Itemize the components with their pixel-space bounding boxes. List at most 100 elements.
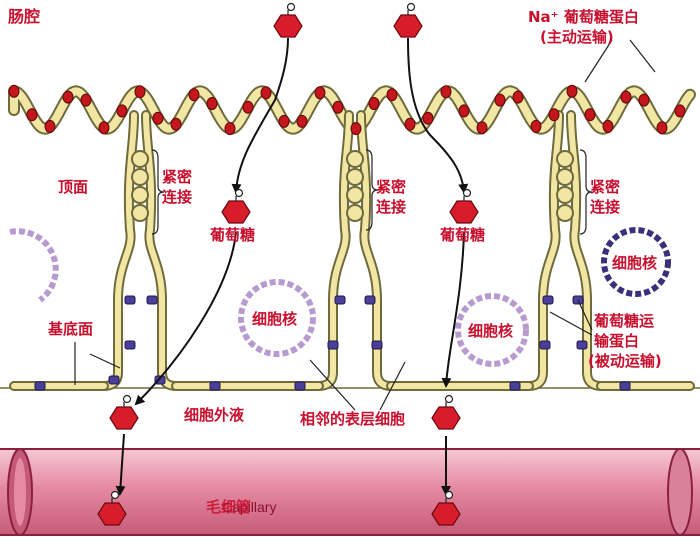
na-glucose-protein (476, 121, 488, 135)
na-glucose-protein (206, 97, 218, 110)
label-extracellular-fluid: 细胞外液 (184, 406, 245, 424)
na-glucose-protein (566, 84, 578, 98)
label-tight-junction-1-line2: 连接 (162, 188, 192, 206)
na-glucose-protein (332, 100, 344, 114)
na-glucose-protein (584, 108, 596, 122)
label-tight-junction-3-line2: 连接 (590, 198, 620, 216)
na-glucose-protein (368, 97, 380, 110)
na-glucose-protein (314, 86, 326, 100)
tight-junction-strand (131, 186, 149, 204)
glucose-molecule-lumen-2 (393, 2, 423, 38)
label-nucleus-1: 细胞核 (252, 310, 297, 328)
label-na-glucose-protein-line2: (主动运输) (540, 28, 614, 46)
nucleus-1 (238, 279, 316, 357)
glucose-transporter-protein (576, 340, 588, 350)
flow-arrow-5 (115, 433, 126, 496)
na-glucose-protein (44, 119, 56, 133)
flow-arrow-2 (407, 37, 469, 194)
glucose-transporter-protein (364, 295, 376, 305)
epithelial-membranes (8, 85, 696, 391)
glucose-transporter-protein (539, 340, 551, 350)
tight-junction-strand (556, 204, 574, 222)
label-na-glucose-protein-line1: Na⁺ 葡萄糖蛋白 (528, 8, 639, 26)
lateral-membrane-fill-3-right (568, 112, 604, 389)
leader-lines (74, 39, 656, 411)
tight-junction-strand (346, 150, 364, 168)
label-nucleus-2: 细胞核 (468, 322, 513, 340)
tight-junction-strand (556, 168, 574, 186)
glucose-transporter-protein (294, 381, 306, 391)
glucose-molecule-ecf-1 (109, 394, 139, 430)
tight-junction-strand (556, 186, 574, 204)
na-glucose-protein (638, 93, 650, 107)
glucose-transporter-protein (327, 340, 339, 350)
tight-junction-brace-1 (151, 149, 165, 235)
nucleus-3 (601, 227, 671, 297)
na-glucose-protein (26, 108, 38, 122)
label-nucleus-3: 细胞核 (612, 254, 657, 272)
na-glucose-protein (674, 104, 686, 118)
na-glucose-protein (530, 119, 542, 133)
na-glucose-protein (260, 86, 272, 100)
glucose-molecule-cell-2 (449, 188, 479, 224)
glucose-molecule-ecf-2 (431, 394, 461, 430)
na-glucose-protein (620, 90, 632, 104)
flow-arrow-1 (231, 37, 289, 194)
glucose-molecule-lumen-1 (273, 2, 303, 38)
glucose-transporter-protein (619, 381, 631, 391)
glucose-transporters (34, 295, 631, 391)
lateral-membrane-fill-1-right (143, 112, 179, 389)
na-glucose-protein (80, 93, 92, 107)
tight-junction-strand (346, 186, 364, 204)
na-glucose-protein (458, 104, 470, 118)
tight-junction-strand (131, 168, 149, 186)
na-glucose-protein (152, 111, 164, 125)
na-glucose-protein (602, 119, 614, 133)
glucose-transporter-protein (124, 340, 136, 350)
label-basolateral: 基底面 (47, 320, 93, 338)
label-tight-junction-2-line2: 连接 (376, 198, 406, 216)
label-apical: 顶面 (58, 178, 88, 196)
flow-arrow-4 (441, 231, 465, 388)
na-glucose-protein (656, 121, 668, 135)
na-glucose-protein (386, 88, 398, 102)
na-glucose-protein (188, 88, 200, 102)
label-tight-junction-2-line1: 紧密 (376, 178, 406, 196)
na-glucose-protein (404, 117, 416, 131)
label-capillary-zh: 毛细管 (206, 498, 251, 516)
na-glucose-protein (224, 122, 236, 136)
glucose-flow-arrows (115, 37, 469, 496)
tight-junction-strand (346, 168, 364, 186)
glucose-transporter-protein (108, 375, 120, 385)
label-glucose-1: 葡萄糖 (209, 226, 255, 244)
glucose-molecule-cell-1 (221, 188, 251, 224)
label-adjacent-epithelial-cells: 相邻的表层细胞 (300, 410, 405, 428)
na-glucose-protein (494, 93, 506, 107)
label-glucose-transporter-line2: 输蛋白 (594, 332, 639, 350)
glucose-transporter-protein (124, 295, 136, 305)
na-glucose-protein (512, 90, 524, 104)
glucose-transporter-protein (371, 340, 383, 350)
na-glucose-protein (278, 114, 290, 128)
tight-junction-brace-3 (579, 149, 593, 235)
na-glucose-protein (134, 85, 146, 99)
glucose-transporter-protein (542, 295, 554, 305)
membrane-proteins (8, 84, 686, 136)
tight-junction-strand (131, 204, 149, 222)
na-glucose-protein (422, 111, 434, 125)
na-glucose-protein (242, 100, 254, 114)
na-glucose-protein (440, 85, 452, 99)
glucose-transporter-protein (34, 381, 46, 391)
glucose-transporter-protein (334, 295, 346, 305)
label-glucose-transporter-line1: 葡萄糖运 (593, 312, 654, 330)
label-tight-junction-1-line1: 紧密 (162, 168, 192, 186)
tight-junction-strand (346, 204, 364, 222)
na-glucose-protein (116, 104, 128, 118)
na-glucose-protein (62, 90, 74, 104)
label-glucose-transporter-line3: (被动运输) (588, 352, 662, 370)
lateral-membrane-fill-3-left (526, 112, 562, 389)
label-lumen: 肠腔 (8, 7, 40, 26)
label-tight-junction-3-line1: 紧密 (590, 178, 620, 196)
